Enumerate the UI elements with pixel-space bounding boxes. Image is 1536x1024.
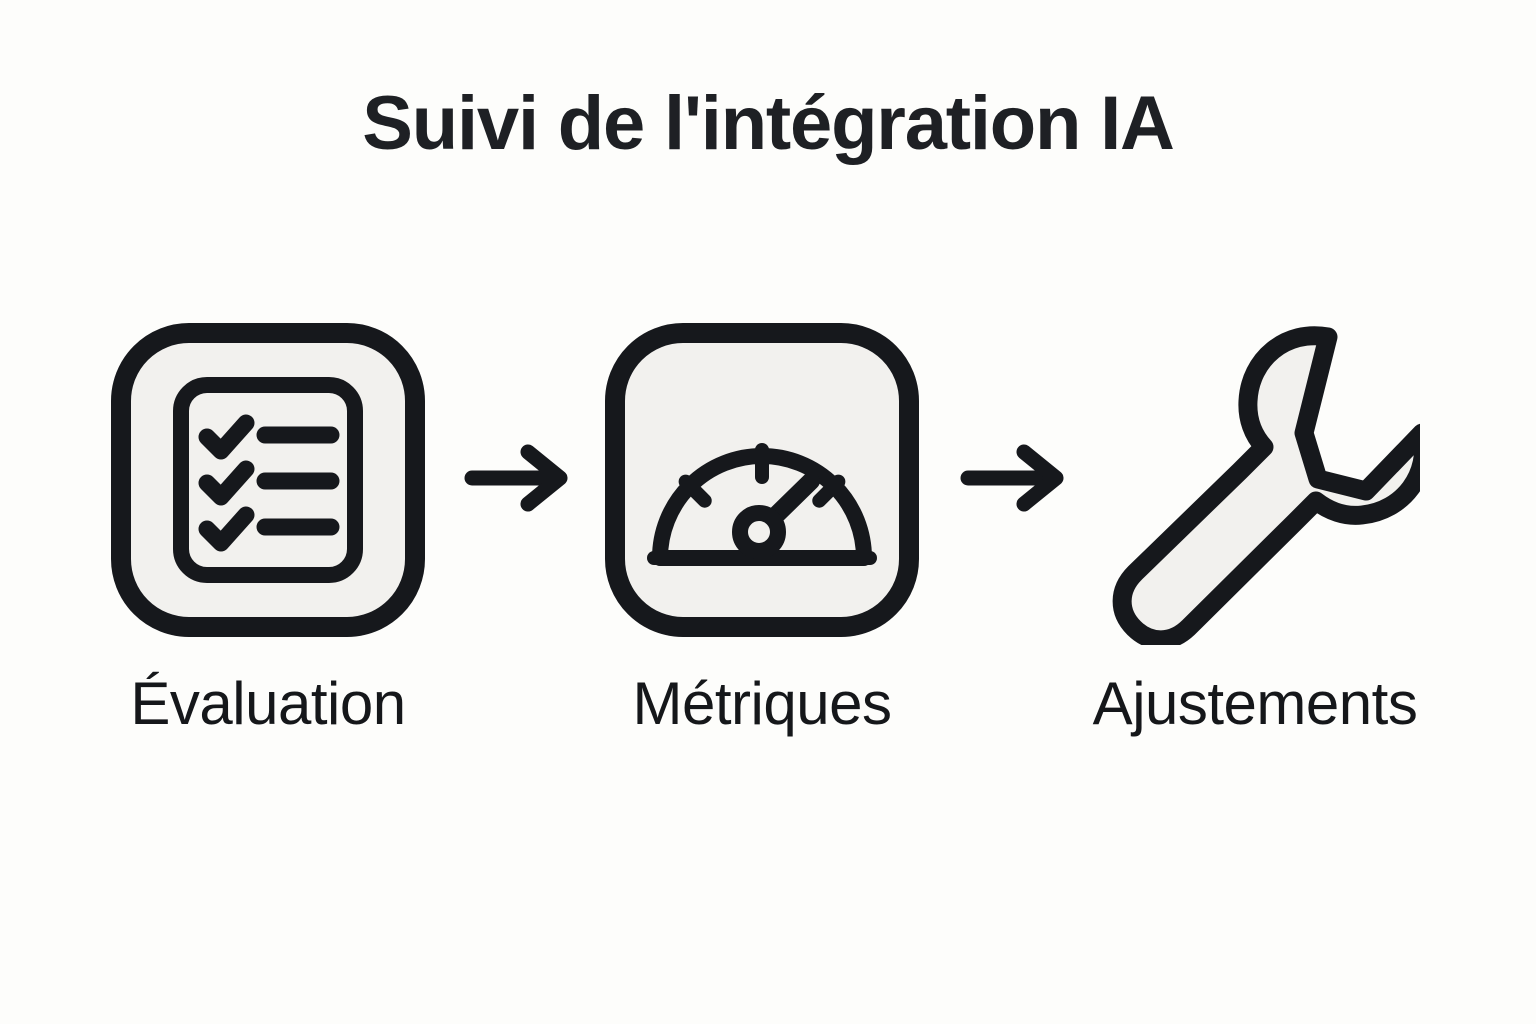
step-label-ajustements: Ajustements xyxy=(1092,670,1418,737)
wrench-icon xyxy=(1085,310,1425,650)
process-flow xyxy=(0,300,1536,660)
step-label-metriques: Métriques xyxy=(632,670,892,737)
arrow-right-icon xyxy=(464,443,574,513)
gauge-icon xyxy=(592,310,932,650)
checklist-icon xyxy=(98,310,438,650)
step-labels: Évaluation Métriques Ajustements xyxy=(0,672,1536,762)
flow-step-evaluation[interactable] xyxy=(98,300,438,660)
page-title: Suivi de l'intégration IA xyxy=(362,81,1175,166)
flow-step-ajustements[interactable] xyxy=(1085,300,1425,660)
flow-step-metriques[interactable] xyxy=(592,300,932,660)
step-label-evaluation: Évaluation xyxy=(130,670,406,737)
arrow-right-icon xyxy=(960,443,1070,513)
